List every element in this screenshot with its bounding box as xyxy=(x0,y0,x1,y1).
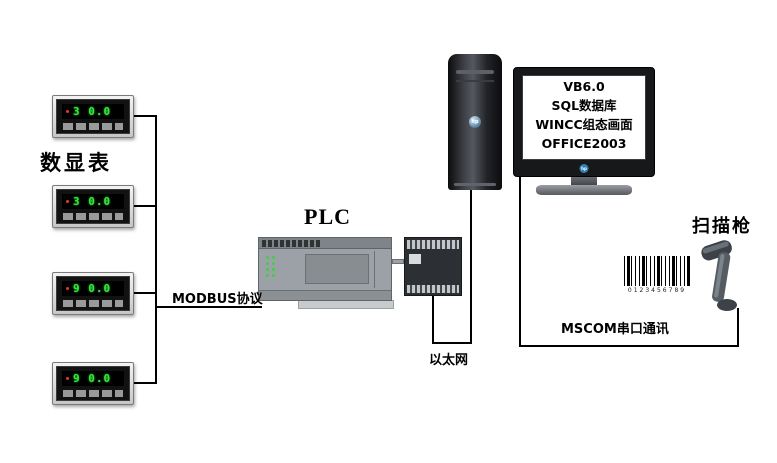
meter-reading: 3 0.0 xyxy=(73,195,112,208)
panel-meter-4: 9 0.0 xyxy=(52,362,134,405)
meter-display: 3 0.0 xyxy=(62,194,124,209)
screen-line-1: VB6.0 xyxy=(563,79,605,94)
screen-line-3: WINCC组态画面 xyxy=(535,117,633,132)
panel-meter-3: 9 0.0 xyxy=(52,272,134,315)
screen-line-2: SQL数据库 xyxy=(551,98,617,113)
wire-ethernet-horizontal xyxy=(432,342,472,344)
plc-center-panel xyxy=(305,254,369,284)
tower-vent-slot xyxy=(456,80,494,82)
meter-buttons xyxy=(63,213,123,220)
wire-expansion-down xyxy=(432,296,434,344)
wire-modbus-to-plc xyxy=(155,306,262,308)
label-ethernet: 以太网 xyxy=(429,353,469,368)
monitor-stand-base xyxy=(536,185,632,195)
plc-bottom-strip xyxy=(259,290,391,300)
wire-mscom-horizontal xyxy=(519,345,739,347)
plc-main-unit xyxy=(258,237,392,301)
label-digital-meters: 数显表 xyxy=(40,151,112,175)
wire-mscom-down xyxy=(519,177,521,347)
meter-indicator-led xyxy=(66,110,69,113)
wire-meter2-stub xyxy=(132,205,156,207)
panel-meter-2: 3 0.0 xyxy=(52,185,134,228)
monitor: VB6.0 SQL数据库 WINCC组态画面 OFFICE2003 hp xyxy=(513,67,655,177)
meter-buttons xyxy=(63,123,123,130)
monitor-stand-neck xyxy=(571,177,597,186)
meter-buttons xyxy=(63,300,123,307)
meter-reading: 9 0.0 xyxy=(73,282,112,295)
wire-scanner-up xyxy=(737,308,739,347)
monitor-screen: VB6.0 SQL数据库 WINCC组态画面 OFFICE2003 xyxy=(522,75,646,160)
meter-display: 9 0.0 xyxy=(62,281,124,296)
hp-logo: hp xyxy=(579,164,589,173)
meter-reading: 3 0.0 xyxy=(73,105,112,118)
wire-meter-bus xyxy=(155,115,157,384)
screen-line-4: OFFICE2003 xyxy=(541,136,627,151)
meter-indicator-led xyxy=(66,377,69,380)
plc-status-leds xyxy=(266,256,269,259)
barcode-bars xyxy=(624,256,690,286)
meter-buttons xyxy=(63,390,123,397)
barcode-scanner xyxy=(700,238,744,314)
wire-meter1-stub xyxy=(132,115,156,117)
meter-display: 3 0.0 xyxy=(62,104,124,119)
label-mscom-serial: MSCOM串口通讯 xyxy=(561,322,669,337)
plc-expansion-module xyxy=(404,237,462,296)
optical-drive-slot xyxy=(456,70,494,74)
expansion-terminal-strip-top xyxy=(407,240,459,249)
plc-mounting-rail xyxy=(298,300,394,309)
label-scanner: 扫描枪 xyxy=(692,216,752,237)
expansion-terminal-strip-bottom xyxy=(407,285,459,293)
meter-face: 9 0.0 xyxy=(56,366,130,401)
meter-face: 3 0.0 xyxy=(56,189,130,224)
expansion-label-plate xyxy=(409,254,421,264)
plc-terminals xyxy=(262,240,320,247)
barcode-scanner-icon xyxy=(701,240,737,311)
meter-reading: 9 0.0 xyxy=(73,372,112,385)
wire-meter3-stub xyxy=(132,292,156,294)
hp-logo: hp xyxy=(469,116,481,128)
meter-indicator-led xyxy=(66,287,69,290)
wire-pc-down xyxy=(470,190,472,344)
label-modbus-protocol: MODBUS协议 xyxy=(172,292,263,307)
meter-face: 3 0.0 xyxy=(56,99,130,134)
label-plc: PLC xyxy=(304,204,351,229)
tower-foot xyxy=(454,183,496,186)
panel-meter-1: 3 0.0 xyxy=(52,95,134,138)
plc-terminal-strip xyxy=(259,238,391,249)
meter-indicator-led xyxy=(66,200,69,203)
plc-panel-divider xyxy=(374,251,375,288)
meter-display: 9 0.0 xyxy=(62,371,124,386)
wire-meter4-stub xyxy=(132,382,156,384)
meter-face: 9 0.0 xyxy=(56,276,130,311)
barcode: 0123456789 xyxy=(624,256,690,294)
barcode-caption: 0123456789 xyxy=(627,287,687,294)
plc-expansion-connector xyxy=(392,259,404,264)
pc-tower: hp xyxy=(448,54,502,190)
